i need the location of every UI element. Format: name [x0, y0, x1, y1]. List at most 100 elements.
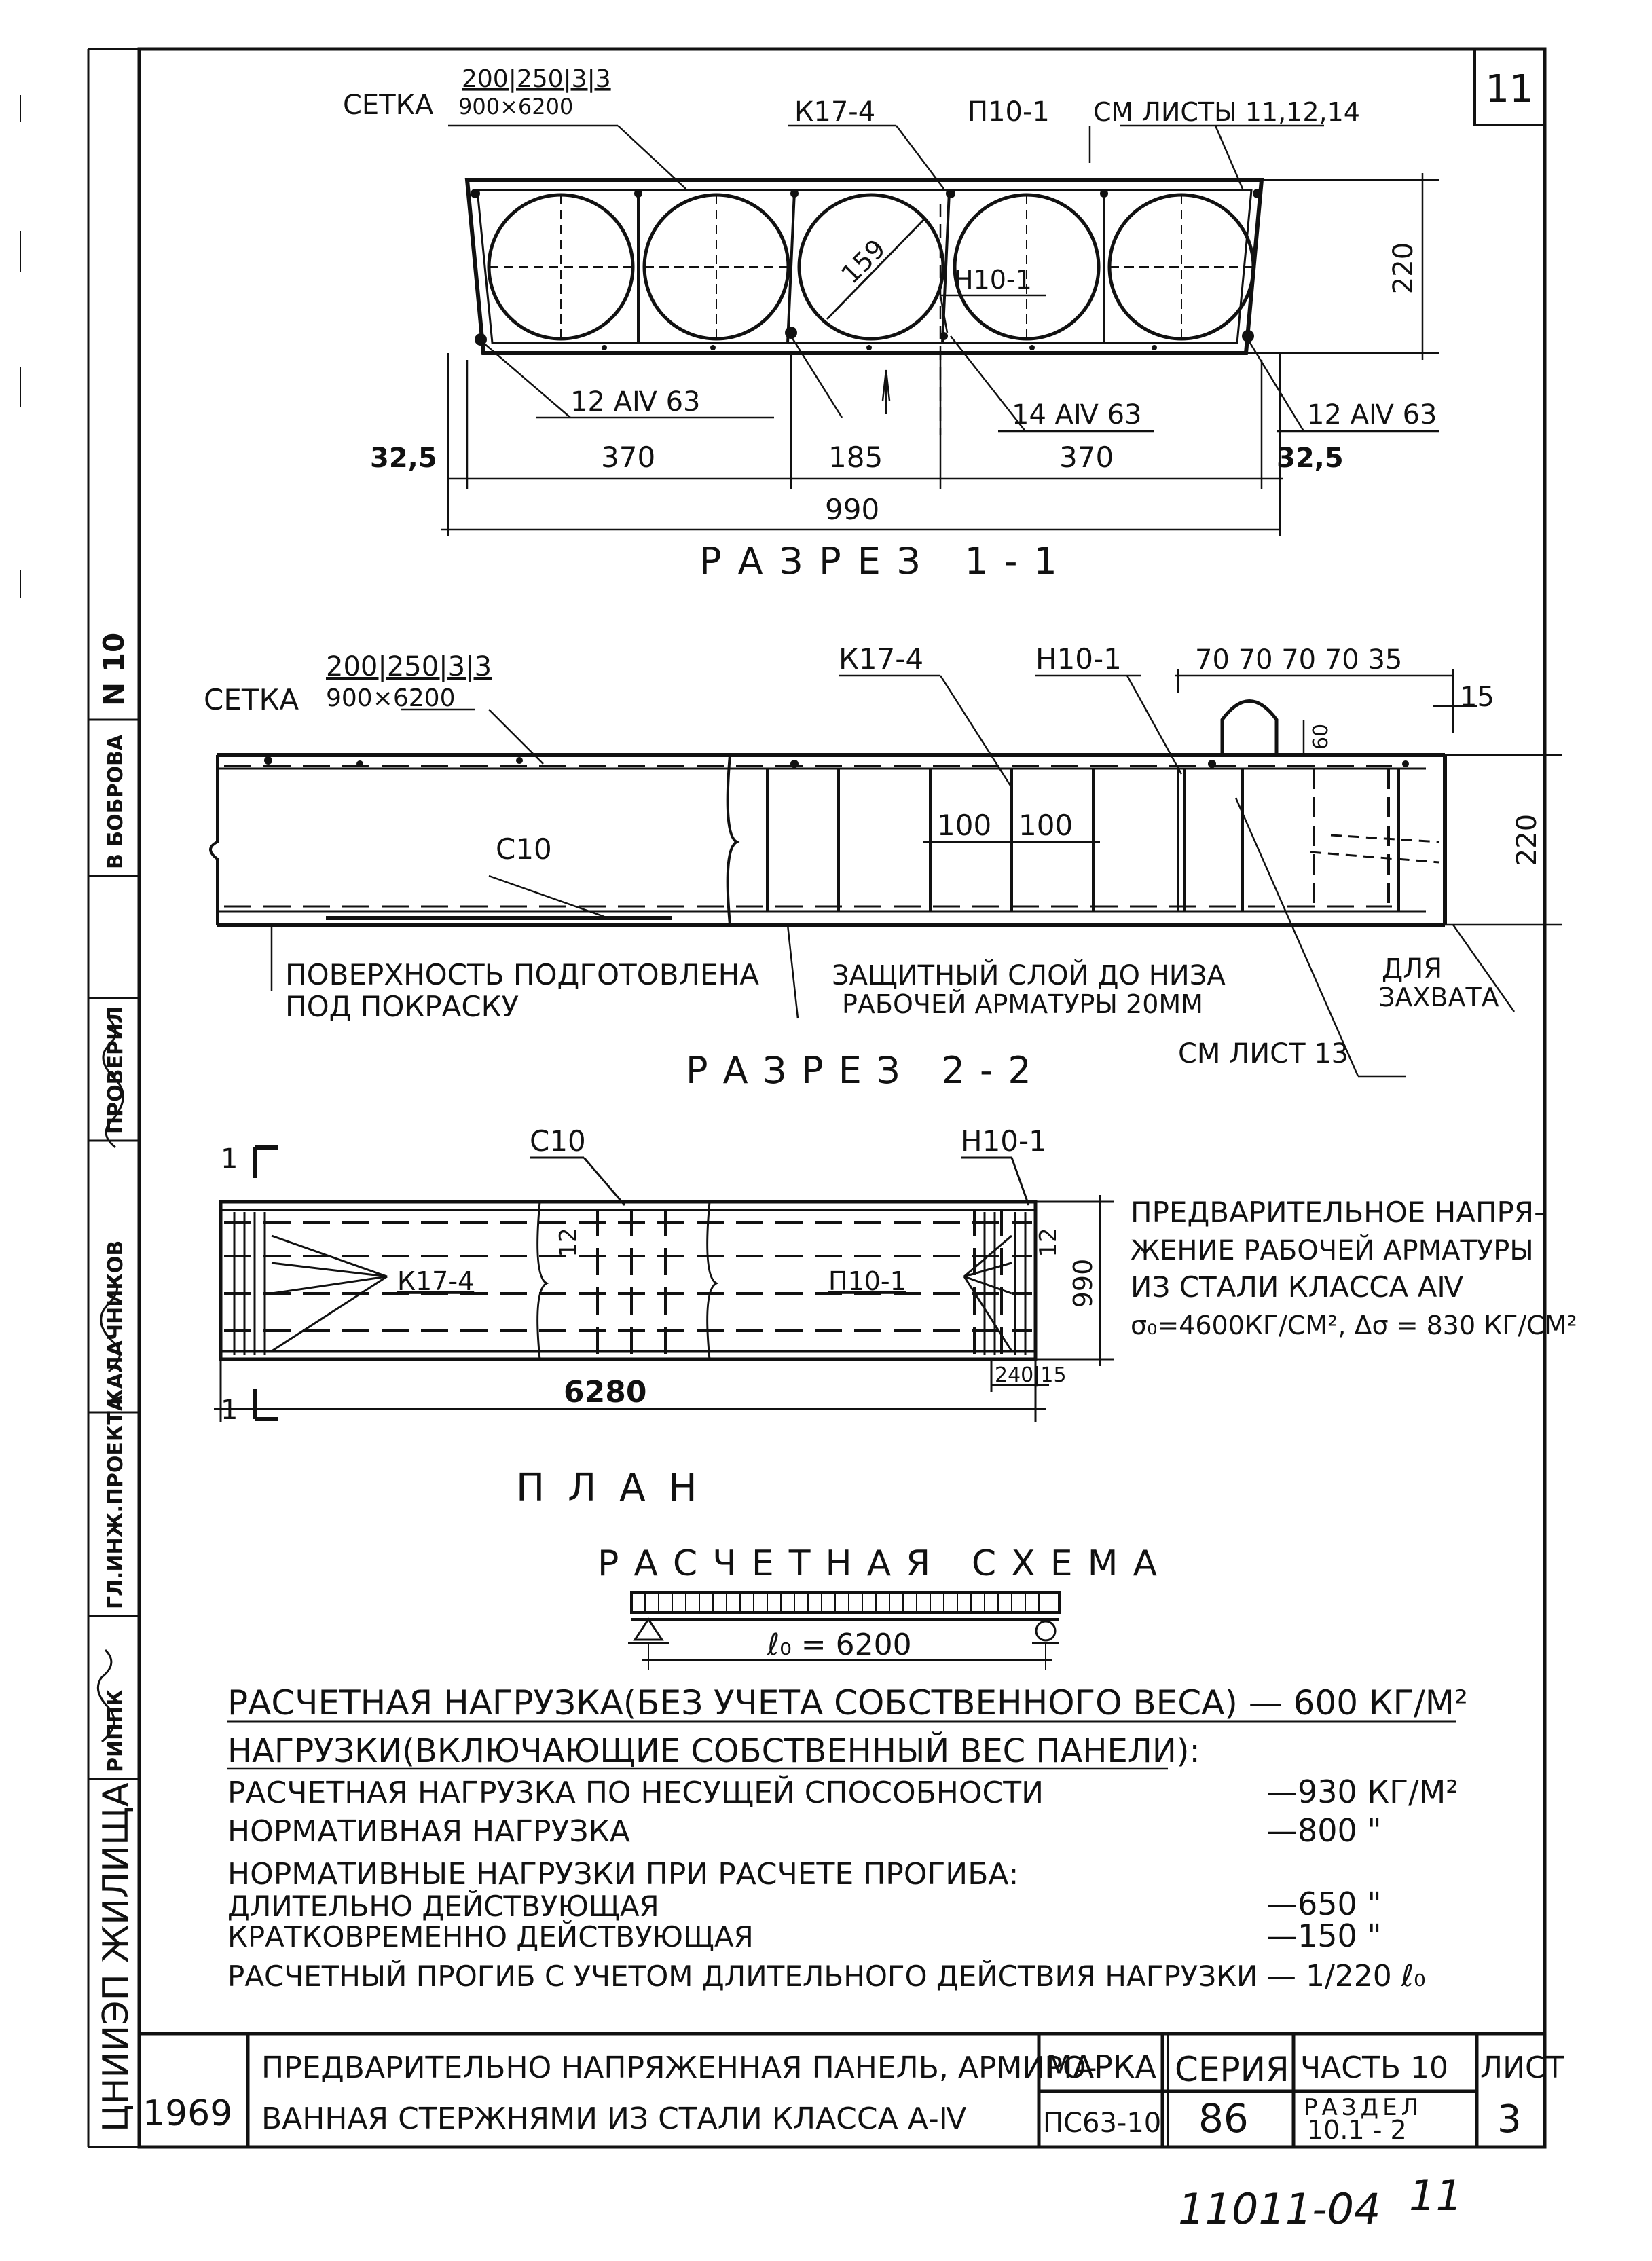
tb-seria-label: СЕРИЯ [1175, 2050, 1289, 2089]
s22-c10: С10 [496, 832, 552, 866]
load-row-4-label: ДЛИТЕЛЬНО ДЕЙСТВУЮЩАЯ [227, 1889, 659, 1923]
section-2-2: СЕТКА 200|250|3|3 900×6200 К17-4 Н10-1 7… [204, 642, 1562, 1092]
plan-c10: С10 [530, 1124, 586, 1158]
s22-surface-2: ПОД ПОКРАСКУ [285, 990, 519, 1023]
plan-cut-bottom: 1 [221, 1395, 238, 1426]
s11-dim-220: 220 [1388, 242, 1419, 294]
load-row-6-value: — 1/220 ℓ₀ [1266, 1959, 1426, 1993]
load-row-1-label: РАСЧЕТНАЯ НАГРУЗКА ПО НЕСУЩЕЙ СПОСОБНОСТ… [227, 1774, 1044, 1810]
s22-dim-60: 60 [1309, 724, 1333, 750]
s11-k17-4: К17-4 [794, 96, 875, 128]
loads-design: РАСЧЕТНАЯ НАГРУЗКА(БЕЗ УЧЕТА СОБСТВЕННОГ… [227, 1683, 1468, 1723]
plan-title: ПЛАН [516, 1466, 720, 1510]
side-stamp: N 10 В БОБРОВА ПРОВЕРИЛ КАЛАЧНИКОВ ГЛ.ИН… [20, 95, 139, 2132]
plan-prestress-2: ЖЕНИЕ РАБОЧЕЙ АРМАТУРЫ [1131, 1234, 1534, 1266]
s11-n10-1: Н10-1 [954, 265, 1032, 295]
s11-setka-top: 200|250|3|3 [462, 65, 611, 93]
sheet-frame [87, 47, 1547, 2149]
s22-dim-100b: 100 [1018, 809, 1073, 842]
footer-page: 11 [1409, 2171, 1463, 2220]
plan-prestress-4: σ₀=4600КГ/СМ², Δσ = 830 КГ/СМ² [1131, 1310, 1577, 1340]
section-1-1: СЕТКА 200|250|3|3 900×6200 К17-4 П10-1 С… [343, 65, 1439, 583]
load-row-2-value: —800 " [1266, 1812, 1382, 1849]
s22-cover-2: РАБОЧЕЙ АРМАТУРЫ 20ММ [842, 989, 1203, 1019]
s22-cover-1: ЗАЩИТНЫЙ СЛОЙ ДО НИЗА [832, 959, 1226, 991]
scheme-title: РАСЧЕТНАЯ СХЕМА [598, 1543, 1172, 1584]
s11-ref-sheets: СМ ЛИСТЫ 11,12,14 [1093, 97, 1360, 127]
plan-view: 1 1 С10 Н10-1 К17-4 П10-1 12 12 990 6280… [214, 1124, 1577, 1510]
load-row-5-label: КРАТКОВРЕМЕННО ДЕЙСТВУЮЩАЯ [227, 1919, 754, 1953]
s11-dim-990: 990 [825, 493, 879, 526]
plan-dim-6280: 6280 [564, 1375, 646, 1410]
plan-p10-1: П10-1 [828, 1266, 906, 1296]
s11-rebar-12: 12 АⅣ 63 [570, 386, 701, 418]
tb-part: ЧАСТЬ 10 [1300, 2051, 1448, 2085]
s22-grip-2: ЗАХВАТА [1378, 982, 1499, 1012]
plan-prestress-1: ПРЕДВАРИТЕЛЬНОЕ НАПРЯ- [1131, 1196, 1544, 1229]
plan-prestress-3: ИЗ СТАЛИ КЛАССА АⅣ [1131, 1270, 1463, 1304]
signature-1 [102, 1017, 124, 1149]
plan-k17-4: К17-4 [397, 1266, 474, 1296]
s22-dim-15: 15 [1460, 682, 1494, 713]
scheme-span: ℓ₀ = 6200 [767, 1628, 912, 1662]
tb-list-value: 3 [1497, 2097, 1522, 2141]
s22-see-sheet: СМ ЛИСТ 13 [1178, 1038, 1348, 1069]
s11-dim-325-left: 32,5 [370, 443, 437, 474]
s22-k17-4: К17-4 [839, 642, 923, 676]
side-n10: N 10 [97, 633, 130, 706]
sheet-number: 11 [1485, 67, 1533, 111]
loads-block: РАСЧЕТНАЯ НАГРУЗКА(БЕЗ УЧЕТА СОБСТВЕННОГ… [227, 1683, 1468, 1993]
s11-dim-159: 159 [835, 234, 891, 289]
s11-rebar-12r: 12 АⅣ 63 [1307, 399, 1437, 430]
sheet-number-box: 11 [1473, 48, 1546, 126]
footer-code: 11011-04 [1178, 2184, 1381, 2234]
s22-surface-1: ПОВЕРХНОСТЬ ПОДГОТОВЛЕНА [285, 958, 759, 991]
s22-n10-1: Н10-1 [1035, 642, 1122, 676]
s11-p10-1: П10-1 [968, 96, 1050, 128]
plan-cut-top: 1 [221, 1143, 238, 1175]
load-row-3-label: НОРМАТИВНЫЕ НАГРУЗКИ ПРИ РАСЧЕТЕ ПРОГИБА… [227, 1857, 1018, 1892]
title-block: 1969 ПРЕДВАРИТЕЛЬНО НАПРЯЖЕННАЯ ПАНЕЛЬ, … [139, 2032, 1564, 2147]
tb-name-2: ВАННАЯ СТЕРЖНЯМИ ИЗ СТАЛИ КЛАССА А-Ⅳ [261, 2101, 967, 2136]
s22-setka-label: СЕТКА [204, 683, 299, 716]
s22-dim-220: 220 [1511, 814, 1543, 866]
tb-list-label: ЛИСТ [1480, 2051, 1564, 2085]
s22-title: РАЗРЕЗ 2-2 [686, 1049, 1046, 1092]
loads-header: НАГРУЗКИ(ВКЛЮЧАЮЩИЕ СОБСТВЕННЫЙ ВЕС ПАНЕ… [227, 1731, 1200, 1770]
load-row-4-value: —650 " [1266, 1886, 1382, 1922]
tb-name-1: ПРЕДВАРИТЕЛЬНО НАПРЯЖЕННАЯ ПАНЕЛЬ, АРМИР… [261, 2051, 1097, 2085]
load-row-5-value: —150 " [1266, 1917, 1382, 1954]
s11-dim-370-right: 370 [1059, 441, 1114, 474]
s22-dim-100a: 100 [937, 809, 991, 842]
s22-setka-bottom: 900×6200 [326, 684, 456, 712]
s22-setka-top: 200|250|3|3 [326, 651, 492, 682]
s11-dim-325-right: 32,5 [1277, 443, 1344, 474]
s11-dim-185: 185 [828, 441, 883, 474]
tb-marka-label: МАРКА [1046, 2048, 1157, 2085]
load-row-2-label: НОРМАТИВНАЯ НАГРУЗКА [227, 1814, 630, 1849]
plan-n10-1: Н10-1 [961, 1124, 1047, 1158]
signature-2 [100, 1275, 121, 1373]
tb-year: 1969 [143, 2093, 232, 2134]
plan-dim-12-left: 12 [555, 1228, 582, 1257]
s11-dim-370-left: 370 [601, 441, 655, 474]
tb-razdel-label: РАЗДЕЛ [1304, 2094, 1422, 2121]
plan-dim-12-right: 12 [1035, 1228, 1062, 1257]
tb-seria-value: 86 [1198, 2095, 1249, 2141]
s11-setka-label: СЕТКА [343, 90, 434, 121]
side-item-3: КАЛАЧНИКОВ [104, 1240, 128, 1405]
load-row-1-value: —930 КГ/М² [1266, 1773, 1458, 1810]
void-circles [487, 193, 1255, 341]
load-row-6-label: РАСЧЕТНЫЙ ПРОГИБ С УЧЕТОМ ДЛИТЕЛЬНОГО ДЕ… [227, 1959, 1258, 1993]
s22-grip-1: ДЛЯ [1382, 953, 1442, 985]
side-item-1: В БОБРОВА [104, 734, 128, 869]
s11-title: РАЗРЕЗ 1-1 [699, 540, 1073, 583]
s11-setka-bottom: 900×6200 [458, 94, 573, 120]
design-scheme: РАСЧЕТНАЯ СХЕМА ℓ₀ = 6200 [598, 1543, 1172, 1670]
side-item-4: ГЛ.ИНЖ.ПРОЕКТА [104, 1395, 128, 1609]
tb-razdel-value: 10.1 - 2 [1307, 2115, 1407, 2145]
side-org: ЦНИИЭП ЖИЛИЩА [96, 1782, 136, 2132]
footer: 11011-04 11 [1178, 2171, 1463, 2234]
s11-rebar-14: 14 АⅣ 63 [1012, 399, 1142, 430]
